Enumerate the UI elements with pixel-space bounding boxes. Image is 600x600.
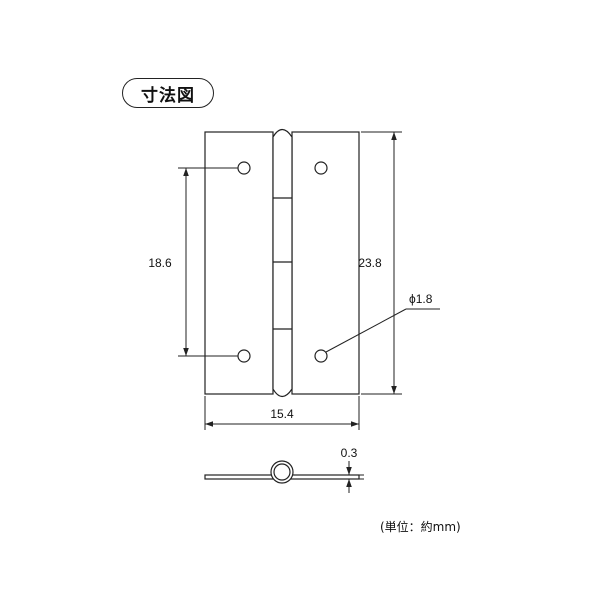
hole-pitch-label: 18.6 [148,256,172,270]
thickness-dimension [346,461,364,493]
knuckle-barrel [272,128,293,398]
width-label: 15.4 [270,407,294,421]
screw-hole [237,161,251,175]
height-label: 23.8 [358,256,382,270]
hole-diameter-leader [325,308,440,353]
width-dimension [204,396,360,430]
hinge-side-view [204,460,360,484]
screw-hole [314,349,328,363]
unit-note: (単位：約mm) [380,520,461,534]
screw-hole [237,349,251,363]
height-dimension [361,131,402,395]
hinge-front-view [204,128,360,398]
screw-hole [314,161,328,175]
hole-pitch-dimension [178,167,238,357]
hole-diameter-label: ϕ1.8 [409,292,433,306]
side-knuckle-pin [273,463,291,481]
side-leaf-right [289,474,360,480]
thickness-label: 0.3 [341,446,358,460]
leader-line [325,308,407,353]
dimension-drawing-title: 寸法図 [122,78,214,108]
side-leaf-left [204,474,276,480]
